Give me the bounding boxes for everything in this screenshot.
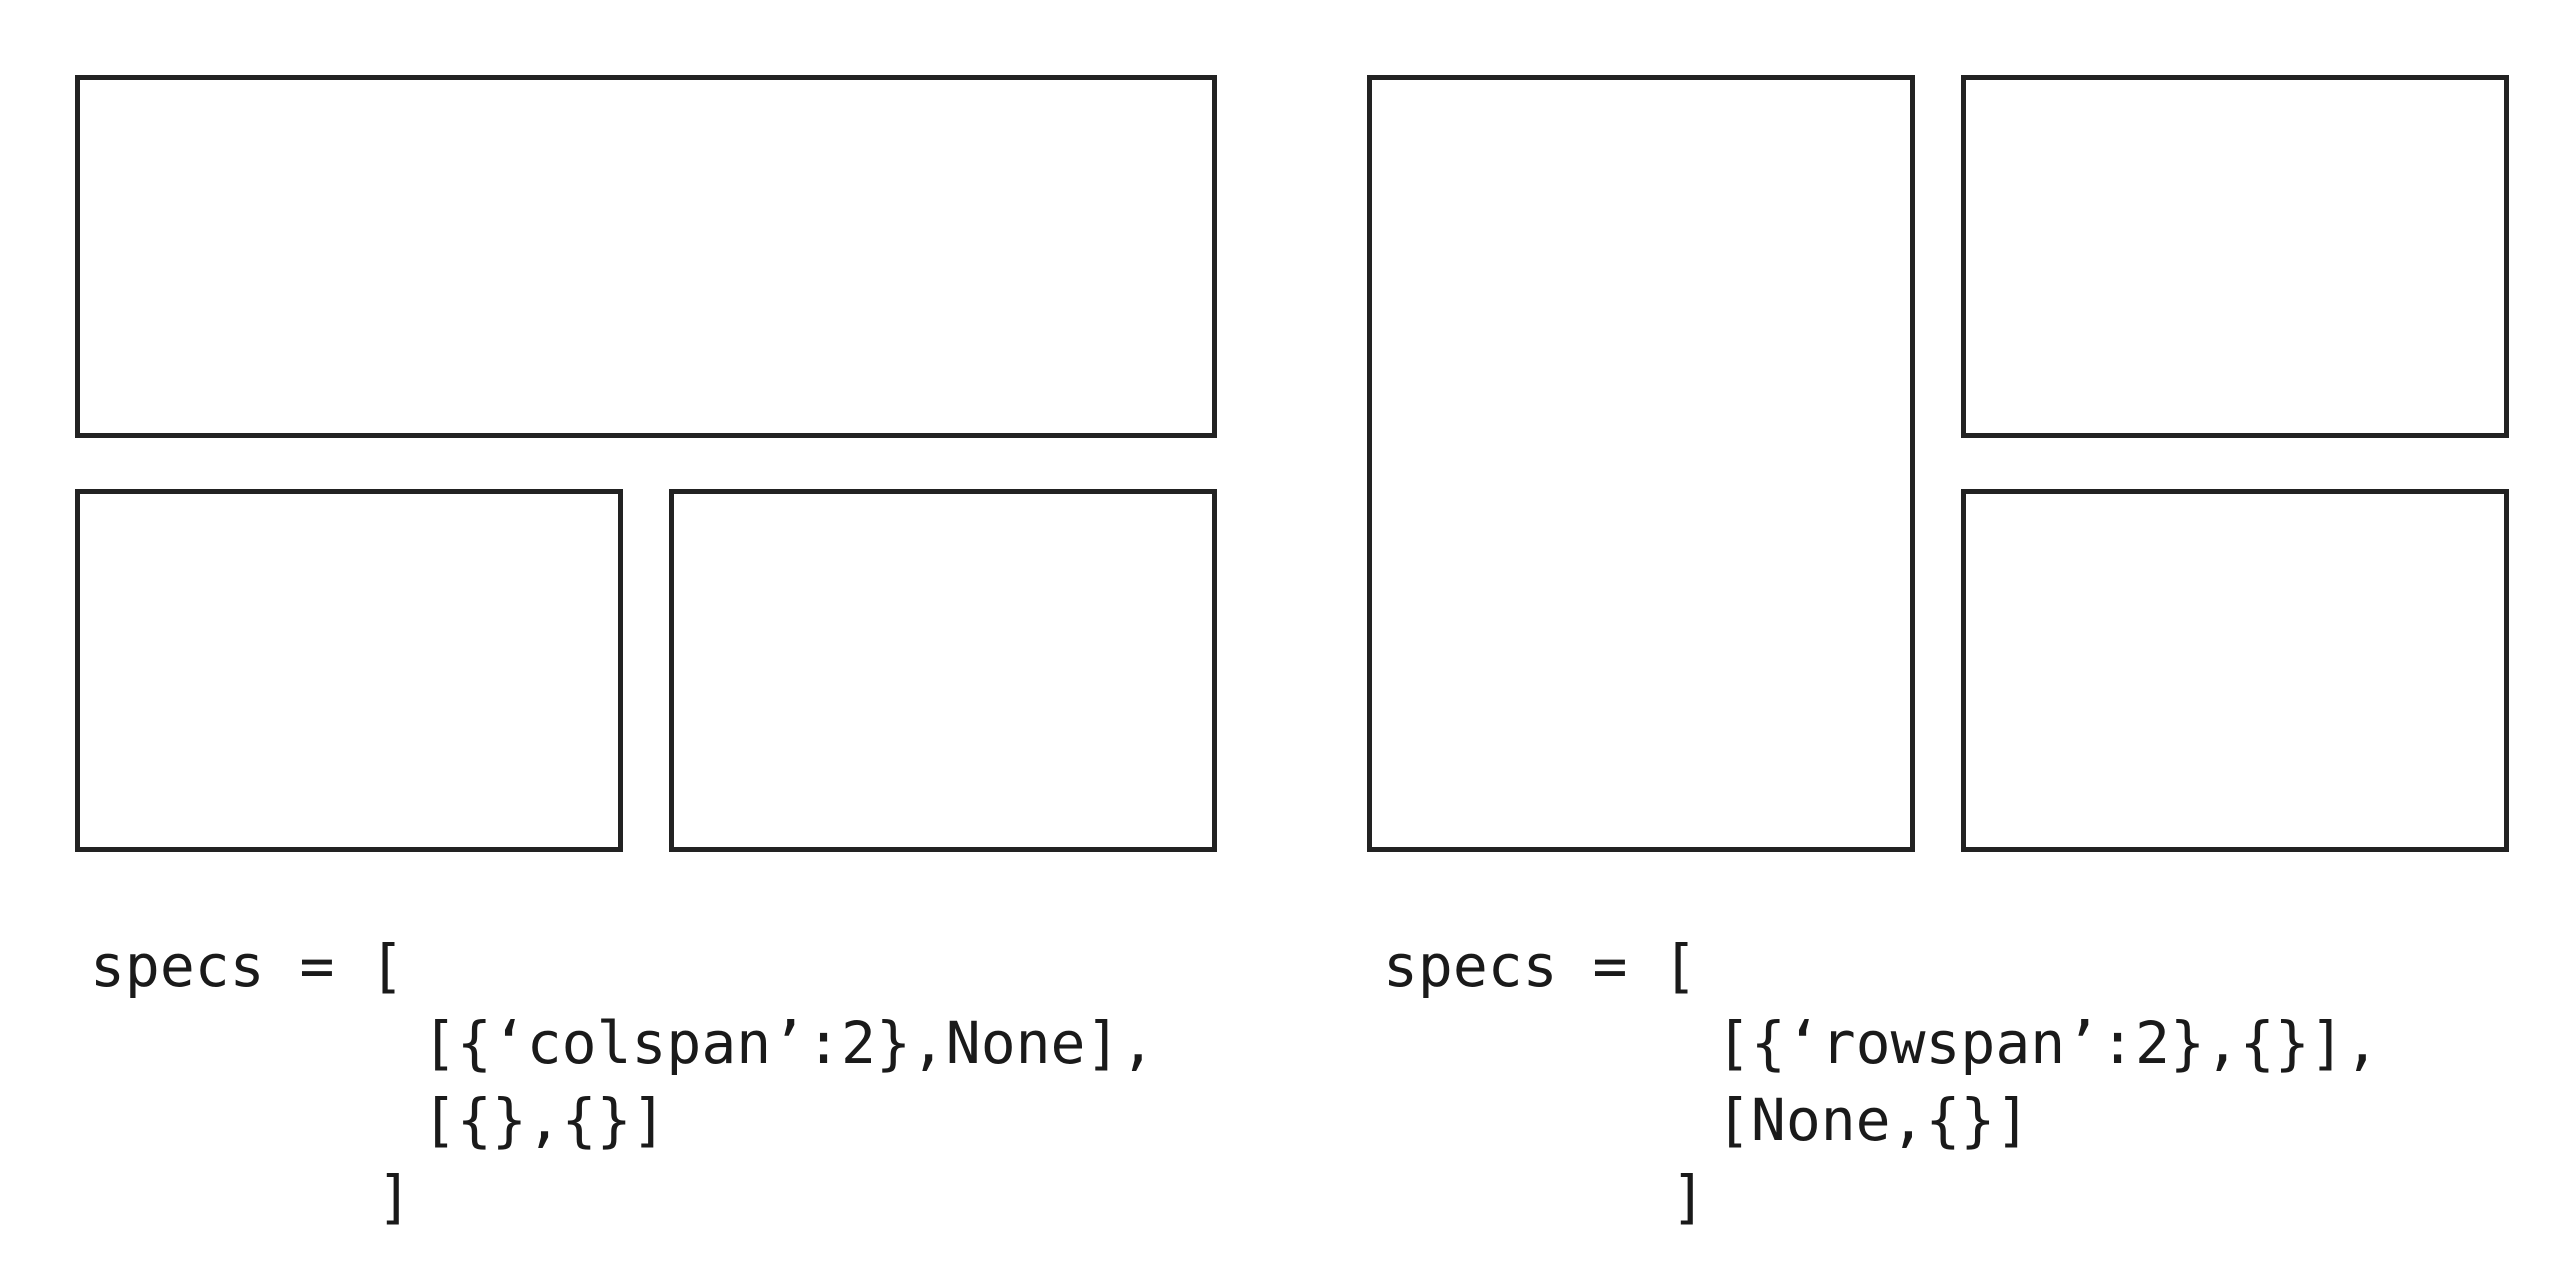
code-line: specs = [ <box>90 932 405 1000</box>
bottom-right-panel <box>669 489 1217 852</box>
code-line: ] <box>1671 1163 1706 1231</box>
rowspan-panel <box>1367 75 1915 852</box>
code-line: [None,{}] <box>1716 1086 2031 1154</box>
code-line: [{},{}] <box>422 1086 667 1154</box>
bottom-right-panel <box>1961 489 2509 852</box>
colspan-panel <box>75 75 1217 438</box>
code-line: specs = [ <box>1383 932 1698 1000</box>
code-line: [{‘colspan’:2},None], <box>422 1009 1156 1077</box>
code-line: [{‘rowspan’:2},{}], <box>1716 1009 2380 1077</box>
code-line: ] <box>377 1163 412 1231</box>
top-right-panel <box>1961 75 2509 438</box>
bottom-left-panel <box>75 489 623 852</box>
